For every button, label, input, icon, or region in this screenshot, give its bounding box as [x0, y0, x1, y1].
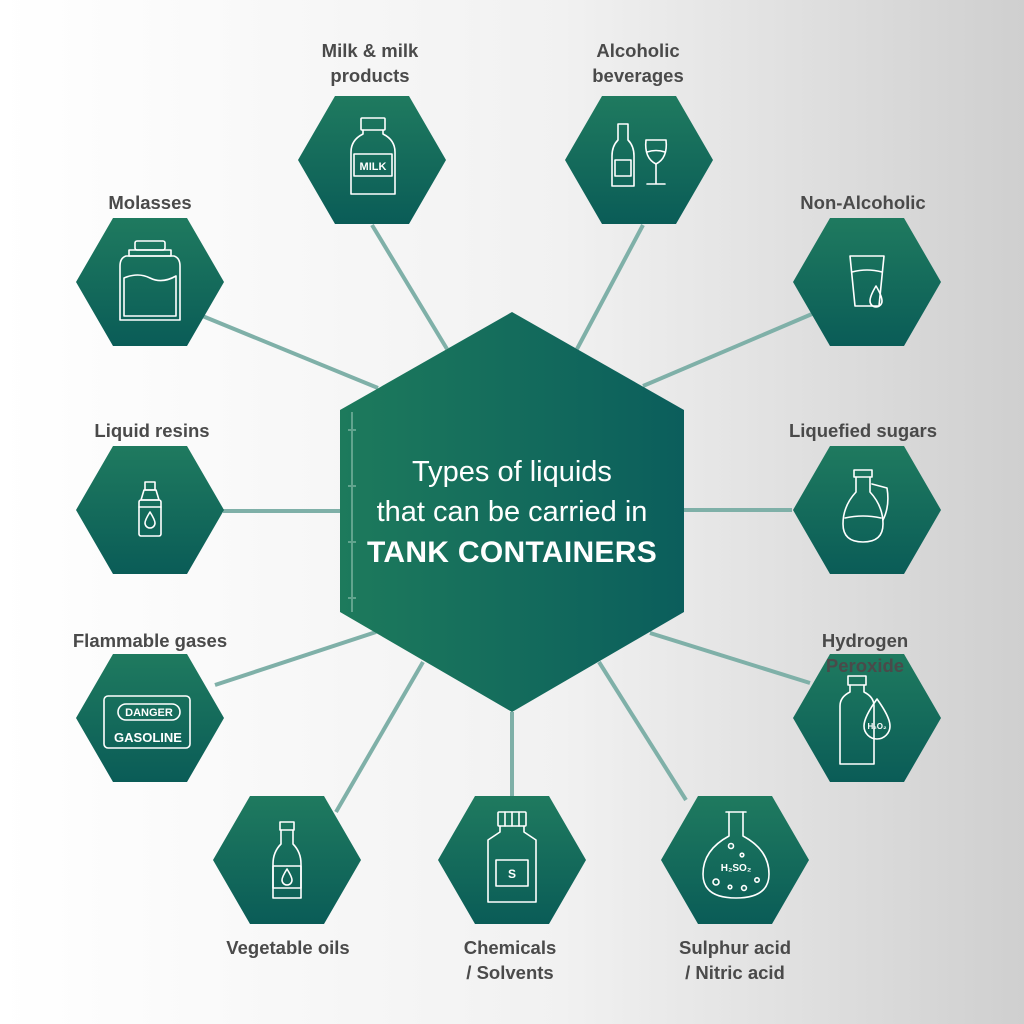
satellite-hexagons [76, 96, 941, 924]
center-title-emphasis: TANK CONTAINERS [366, 536, 658, 569]
center-hexagon-edge-notches [348, 412, 356, 612]
label-flammable-gases: Flammable gases [72, 630, 228, 651]
peroxide-formula-text: H₂O₂ [867, 722, 887, 731]
hex-liquefied-sugars [793, 446, 941, 574]
connector-vegetable-oils [334, 660, 425, 814]
label-milk: Milk & milk products [321, 40, 419, 86]
hex-non-alcoholic [793, 218, 941, 346]
hex-vegetable-oils [213, 796, 361, 924]
hex-flammable-gases [76, 654, 224, 782]
label-sulphur-acid: Sulphur acid / Nitric acid [678, 937, 792, 983]
label-molasses: Molasses [108, 192, 192, 213]
milk-bottle-icon: MILK [350, 117, 396, 195]
flask-icon: H₂SO₂ [702, 811, 770, 899]
hex-sulphur-acid [661, 796, 809, 924]
flask-formula-text: H₂SO₂ [721, 863, 752, 874]
connector-milk [370, 223, 449, 351]
glass-with-drop-icon [849, 255, 885, 308]
milk-label-text: MILK [360, 161, 387, 173]
center-title-line-2: that can be carried in [376, 496, 648, 528]
label-vegetable-oils: Vegetable oils [226, 937, 350, 958]
oil-bottle-icon [272, 821, 302, 899]
connector-hydrogen-peroxide [649, 631, 811, 685]
label-non-alcoholic: Non-Alcoholic [800, 192, 926, 213]
connector-flammable-gases [214, 630, 377, 687]
hex-alcoholic [565, 96, 713, 224]
peroxide-bottle-icon: H₂O₂ [839, 675, 891, 765]
chemical-label-text: S [508, 867, 516, 881]
label-liquid-resins: Liquid resins [94, 420, 210, 441]
danger-text: DANGER [125, 707, 173, 719]
connector-molasses [199, 313, 379, 390]
label-chemicals: Chemicals / Solvents [463, 937, 557, 983]
connector-lines [199, 223, 813, 814]
molasses-jar-icon [119, 240, 181, 321]
label-liquefied-sugars: Liquefied sugars [788, 420, 938, 441]
center-title-line-1: Types of liquids [412, 456, 612, 488]
hex-molasses [76, 218, 224, 346]
center-hexagon [340, 312, 684, 712]
gasoline-text: GASOLINE [114, 730, 182, 745]
connector-non-alcoholic [642, 312, 813, 388]
danger-sign-icon: DANGER GASOLINE [103, 695, 191, 749]
center-title: Types of liquids that can be carried in … [342, 452, 682, 574]
label-alcoholic: Alcoholic beverages [592, 40, 684, 86]
syrup-jug-icon [842, 469, 889, 543]
hex-liquid-resins [76, 446, 224, 574]
connector-alcoholic [575, 224, 645, 350]
dropper-bottle-icon [138, 481, 162, 537]
hex-milk [298, 96, 446, 224]
hex-hydrogen-peroxide [793, 654, 941, 782]
chemical-jar-icon: S [487, 811, 537, 903]
label-hydrogen-peroxide: Hydrogen Peroxide [821, 630, 909, 676]
connector-sulphur-acid [597, 660, 688, 802]
bottle-and-wine-glass-icon [611, 123, 668, 187]
